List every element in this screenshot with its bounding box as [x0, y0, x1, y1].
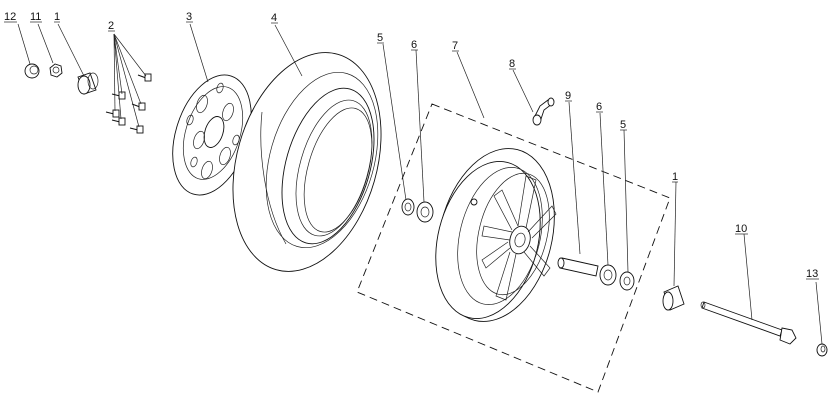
part-4-tire: [232, 24, 382, 272]
leader-12: [17, 23, 31, 65]
callout-1-left: 1: [54, 11, 60, 23]
callout-9: 9: [565, 90, 571, 102]
wheel-spokes: [481, 175, 557, 301]
leader-1: [57, 23, 85, 77]
part-1-spacer-left: [77, 72, 99, 95]
bolt: [111, 91, 126, 100]
bolt: [131, 102, 146, 111]
callout-3: 3: [186, 11, 192, 23]
part-6-bearing-left: [415, 49, 434, 223]
callout-12: 12: [4, 11, 16, 23]
callout-8: 8: [509, 58, 515, 70]
part-12-cap-nut: [24, 63, 40, 79]
callout-4: 4: [271, 12, 277, 24]
callout-5-left: 5: [377, 32, 383, 44]
callout-6-right: 6: [596, 101, 602, 113]
bolt: [137, 73, 152, 82]
bolt: [129, 125, 144, 134]
callout-6-left: 6: [411, 39, 417, 51]
callout-13: 13: [806, 268, 818, 280]
part-7-wheel-rim: [356, 51, 671, 393]
part-2-disc-bolts: [105, 33, 152, 134]
callout-11: 11: [30, 11, 41, 23]
part-5-oil-seal-left: [382, 43, 415, 216]
part-8-valve: [512, 69, 555, 126]
bolt: [111, 117, 126, 126]
bolt: [105, 109, 120, 118]
callout-2: 2: [108, 20, 114, 32]
callout-5-right: 5: [620, 119, 626, 131]
part-11-nut: [49, 63, 63, 78]
part-6-bearing-right: [599, 112, 617, 286]
callout-10: 10: [735, 223, 747, 235]
part-3-brake-disc: [172, 23, 252, 196]
part-9-axle-sleeve: [557, 101, 599, 277]
part-10-axle: [700, 233, 797, 345]
part-5-oil-seal-right: [619, 129, 635, 291]
part-13-axle-nut: [815, 281, 828, 357]
callout-1-right: 1: [672, 171, 678, 183]
callout-7: 7: [452, 40, 458, 52]
leader-11: [37, 23, 54, 64]
part-1-spacer-right: [662, 181, 685, 311]
